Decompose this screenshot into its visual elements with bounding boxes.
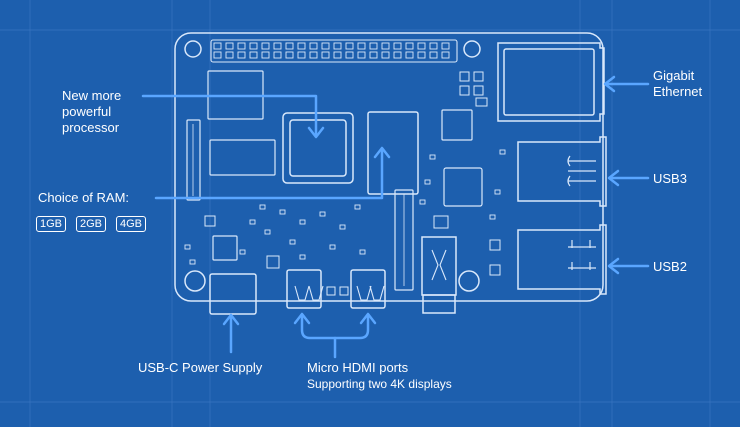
usb2-label: USB2 (653, 259, 687, 274)
gpio-pin (381, 42, 390, 50)
gpio-pin (393, 42, 402, 50)
ram-option-1gb: 1GB (36, 216, 67, 232)
smd-component (289, 239, 296, 245)
gpio-pin (345, 42, 354, 50)
processor-chip (282, 112, 354, 184)
ram-arrow (154, 146, 391, 200)
gpio-pin (285, 51, 294, 59)
gpio-pin (441, 51, 450, 59)
mount-hole-bottom-left (184, 270, 206, 292)
gpio-pin (225, 42, 234, 50)
ram-label: Choice of RAM: (38, 190, 130, 205)
gpio-pin (381, 51, 390, 59)
audio-jack (421, 236, 457, 314)
usb3-arrow (607, 169, 650, 187)
gpio-pin (417, 42, 426, 50)
smd-component (489, 214, 496, 220)
smd-component (429, 154, 436, 160)
gpio-pin (249, 51, 258, 59)
hdmi-arrow (293, 312, 377, 359)
gpio-pin (261, 42, 270, 50)
gpio-pin (321, 42, 330, 50)
usb2-port (517, 224, 607, 295)
gpio-pin (285, 42, 294, 50)
gpio-pin (273, 42, 282, 50)
processor-arrow (141, 94, 325, 139)
hdmi-label: Micro HDMI ports (307, 360, 409, 375)
gpio-pin (369, 51, 378, 59)
smd-component (354, 204, 361, 210)
smd-component (319, 211, 326, 217)
usb3-port (517, 136, 607, 207)
board-components (184, 149, 506, 265)
gpio-pin (309, 51, 318, 59)
mount-hole-top-right (463, 40, 481, 58)
usb3-label: USB3 (653, 171, 687, 186)
gpio-pin (333, 42, 342, 50)
usb-c-port (209, 273, 257, 315)
gpio-pin (429, 51, 438, 59)
gpio-pin (357, 51, 366, 59)
ram-option-2gb: 2GB (76, 216, 107, 232)
gpio-pin (297, 51, 306, 59)
gpio-pin (393, 51, 402, 59)
smd-component (249, 219, 256, 225)
gpio-pin (441, 42, 450, 50)
gpio-pin (417, 51, 426, 59)
usb2-arrow (607, 257, 650, 275)
smd-component (239, 249, 246, 255)
smd-component (419, 199, 426, 205)
gpio-pin (213, 51, 222, 59)
gpio-pin (333, 51, 342, 59)
gpio-pin (225, 51, 234, 59)
ethernet-port (497, 42, 605, 122)
gpio-pin (213, 42, 222, 50)
smd-component (299, 254, 306, 260)
gpio-pin (261, 51, 270, 59)
gpio-pin (309, 42, 318, 50)
gpio-pin (405, 42, 414, 50)
gpio-pin (357, 42, 366, 50)
smd-component (184, 244, 191, 250)
gpio-pin (369, 42, 378, 50)
hdmi-sublabel: Supporting two 4K displays (307, 377, 452, 391)
smd-component (329, 244, 336, 250)
smd-component (299, 219, 306, 225)
gpio-pin (345, 51, 354, 59)
micro-hdmi-port-2 (350, 269, 386, 309)
ram-option-4gb: 4GB (116, 216, 147, 232)
gpio-pin (273, 51, 282, 59)
smd-component (264, 229, 271, 235)
gpio-pin (237, 42, 246, 50)
smd-component (189, 259, 196, 265)
gpio-pin (405, 51, 414, 59)
usbc-arrow (222, 313, 240, 354)
gpio-pin (429, 42, 438, 50)
smd-component (424, 179, 431, 185)
smd-component (339, 224, 346, 230)
ethernet-arrow (603, 75, 650, 93)
gpio-pin (297, 42, 306, 50)
smd-component (279, 209, 286, 215)
gpio-pin (237, 51, 246, 59)
mount-hole-top-left (184, 40, 202, 58)
gpio-pin (249, 42, 258, 50)
gpio-pins (213, 42, 450, 59)
smd-component (259, 204, 266, 210)
processor-label: New more powerful processor (62, 88, 122, 135)
smd-component (494, 189, 501, 195)
mount-hole-bottom-right (458, 270, 480, 292)
usbc-label: USB-C Power Supply (138, 360, 263, 375)
smd-component (359, 249, 366, 255)
smd-component (499, 149, 506, 155)
ethernet-label: Gigabit Ethernet (653, 68, 703, 99)
gpio-header (210, 39, 458, 63)
ram-chip (367, 111, 419, 195)
micro-hdmi-port-1 (286, 269, 324, 309)
board-outline (174, 32, 604, 302)
gpio-pin (321, 51, 330, 59)
